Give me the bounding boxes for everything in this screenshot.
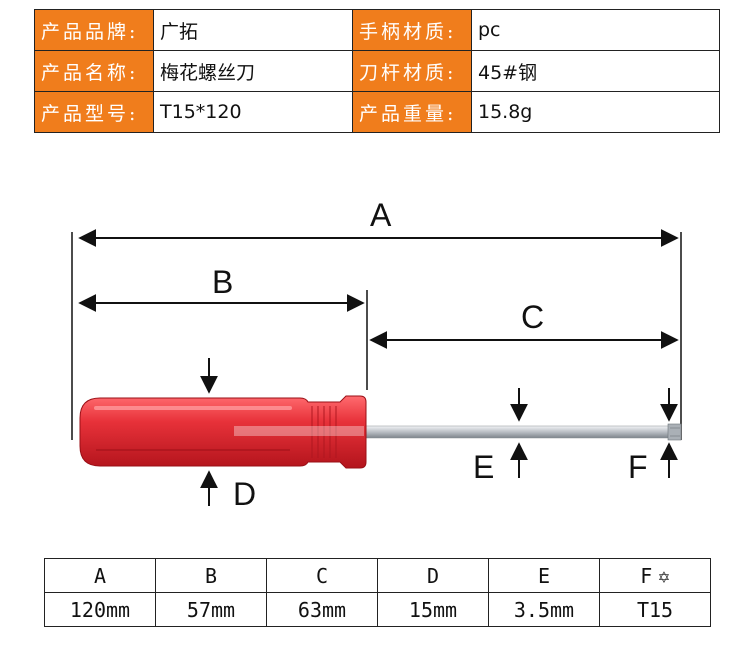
dimension-c-label: C (521, 299, 544, 335)
dimension-header-row: A B C D E F✡ (44, 558, 711, 593)
dimension-value-row: 120mm 57mm 63mm 15mm 3.5mm T15 (44, 592, 711, 627)
value-c: 63mm (266, 592, 378, 627)
dimension-e-label: E (473, 449, 494, 485)
handle-material-label: 手柄材质: (352, 9, 472, 51)
dimension-a-label: A (370, 197, 392, 233)
weight-value: 15.8g (471, 91, 720, 133)
header-f-cell: F✡ (599, 558, 711, 593)
header-b: B (155, 558, 267, 593)
spec-row: 产品名称: 梅花螺丝刀 刀杆材质: 45#钢 (34, 50, 720, 92)
shaft-material-label: 刀杆材质: (352, 50, 472, 92)
shaft-material-value: 45#钢 (471, 50, 720, 92)
value-f: T15 (599, 592, 711, 627)
value-b: 57mm (155, 592, 267, 627)
header-f: F (640, 563, 653, 588)
value-a: 120mm (44, 592, 156, 627)
dimension-b-label: B (212, 264, 233, 300)
dimension-f-label: F (628, 449, 648, 485)
screwdriver-diagram: A B C D E F (71, 197, 682, 512)
header-a: A (44, 558, 156, 593)
handle-material-value: pc (471, 9, 720, 51)
brand-label: 产品品牌: (34, 9, 154, 51)
torx-star-icon: ✡ (658, 565, 670, 588)
value-d: 15mm (377, 592, 489, 627)
dimension-d-label: D (233, 476, 256, 512)
spec-row: 产品型号: T15*120 产品重量: 15.8g (34, 91, 720, 133)
brand-value: 广拓 (153, 9, 353, 51)
value-e: 3.5mm (488, 592, 600, 627)
model-label: 产品型号: (34, 91, 154, 133)
screwdriver-shaft (356, 425, 676, 439)
weight-label: 产品重量: (352, 91, 472, 133)
header-d: D (377, 558, 489, 593)
handle-ferrule (311, 406, 337, 458)
header-e: E (488, 558, 600, 593)
dimension-table: A B C D E F✡ 120mm 57mm 63mm 15mm 3.5mm … (44, 558, 711, 627)
name-value: 梅花螺丝刀 (153, 50, 353, 92)
spec-table: 产品品牌: 广拓 手柄材质: pc 产品名称: 梅花螺丝刀 刀杆材质: 45#钢… (34, 9, 720, 133)
spec-row: 产品品牌: 广拓 手柄材质: pc (34, 9, 720, 51)
header-c: C (266, 558, 378, 593)
model-value: T15*120 (153, 91, 353, 133)
torx-tip (667, 423, 682, 441)
name-label: 产品名称: (34, 50, 154, 92)
